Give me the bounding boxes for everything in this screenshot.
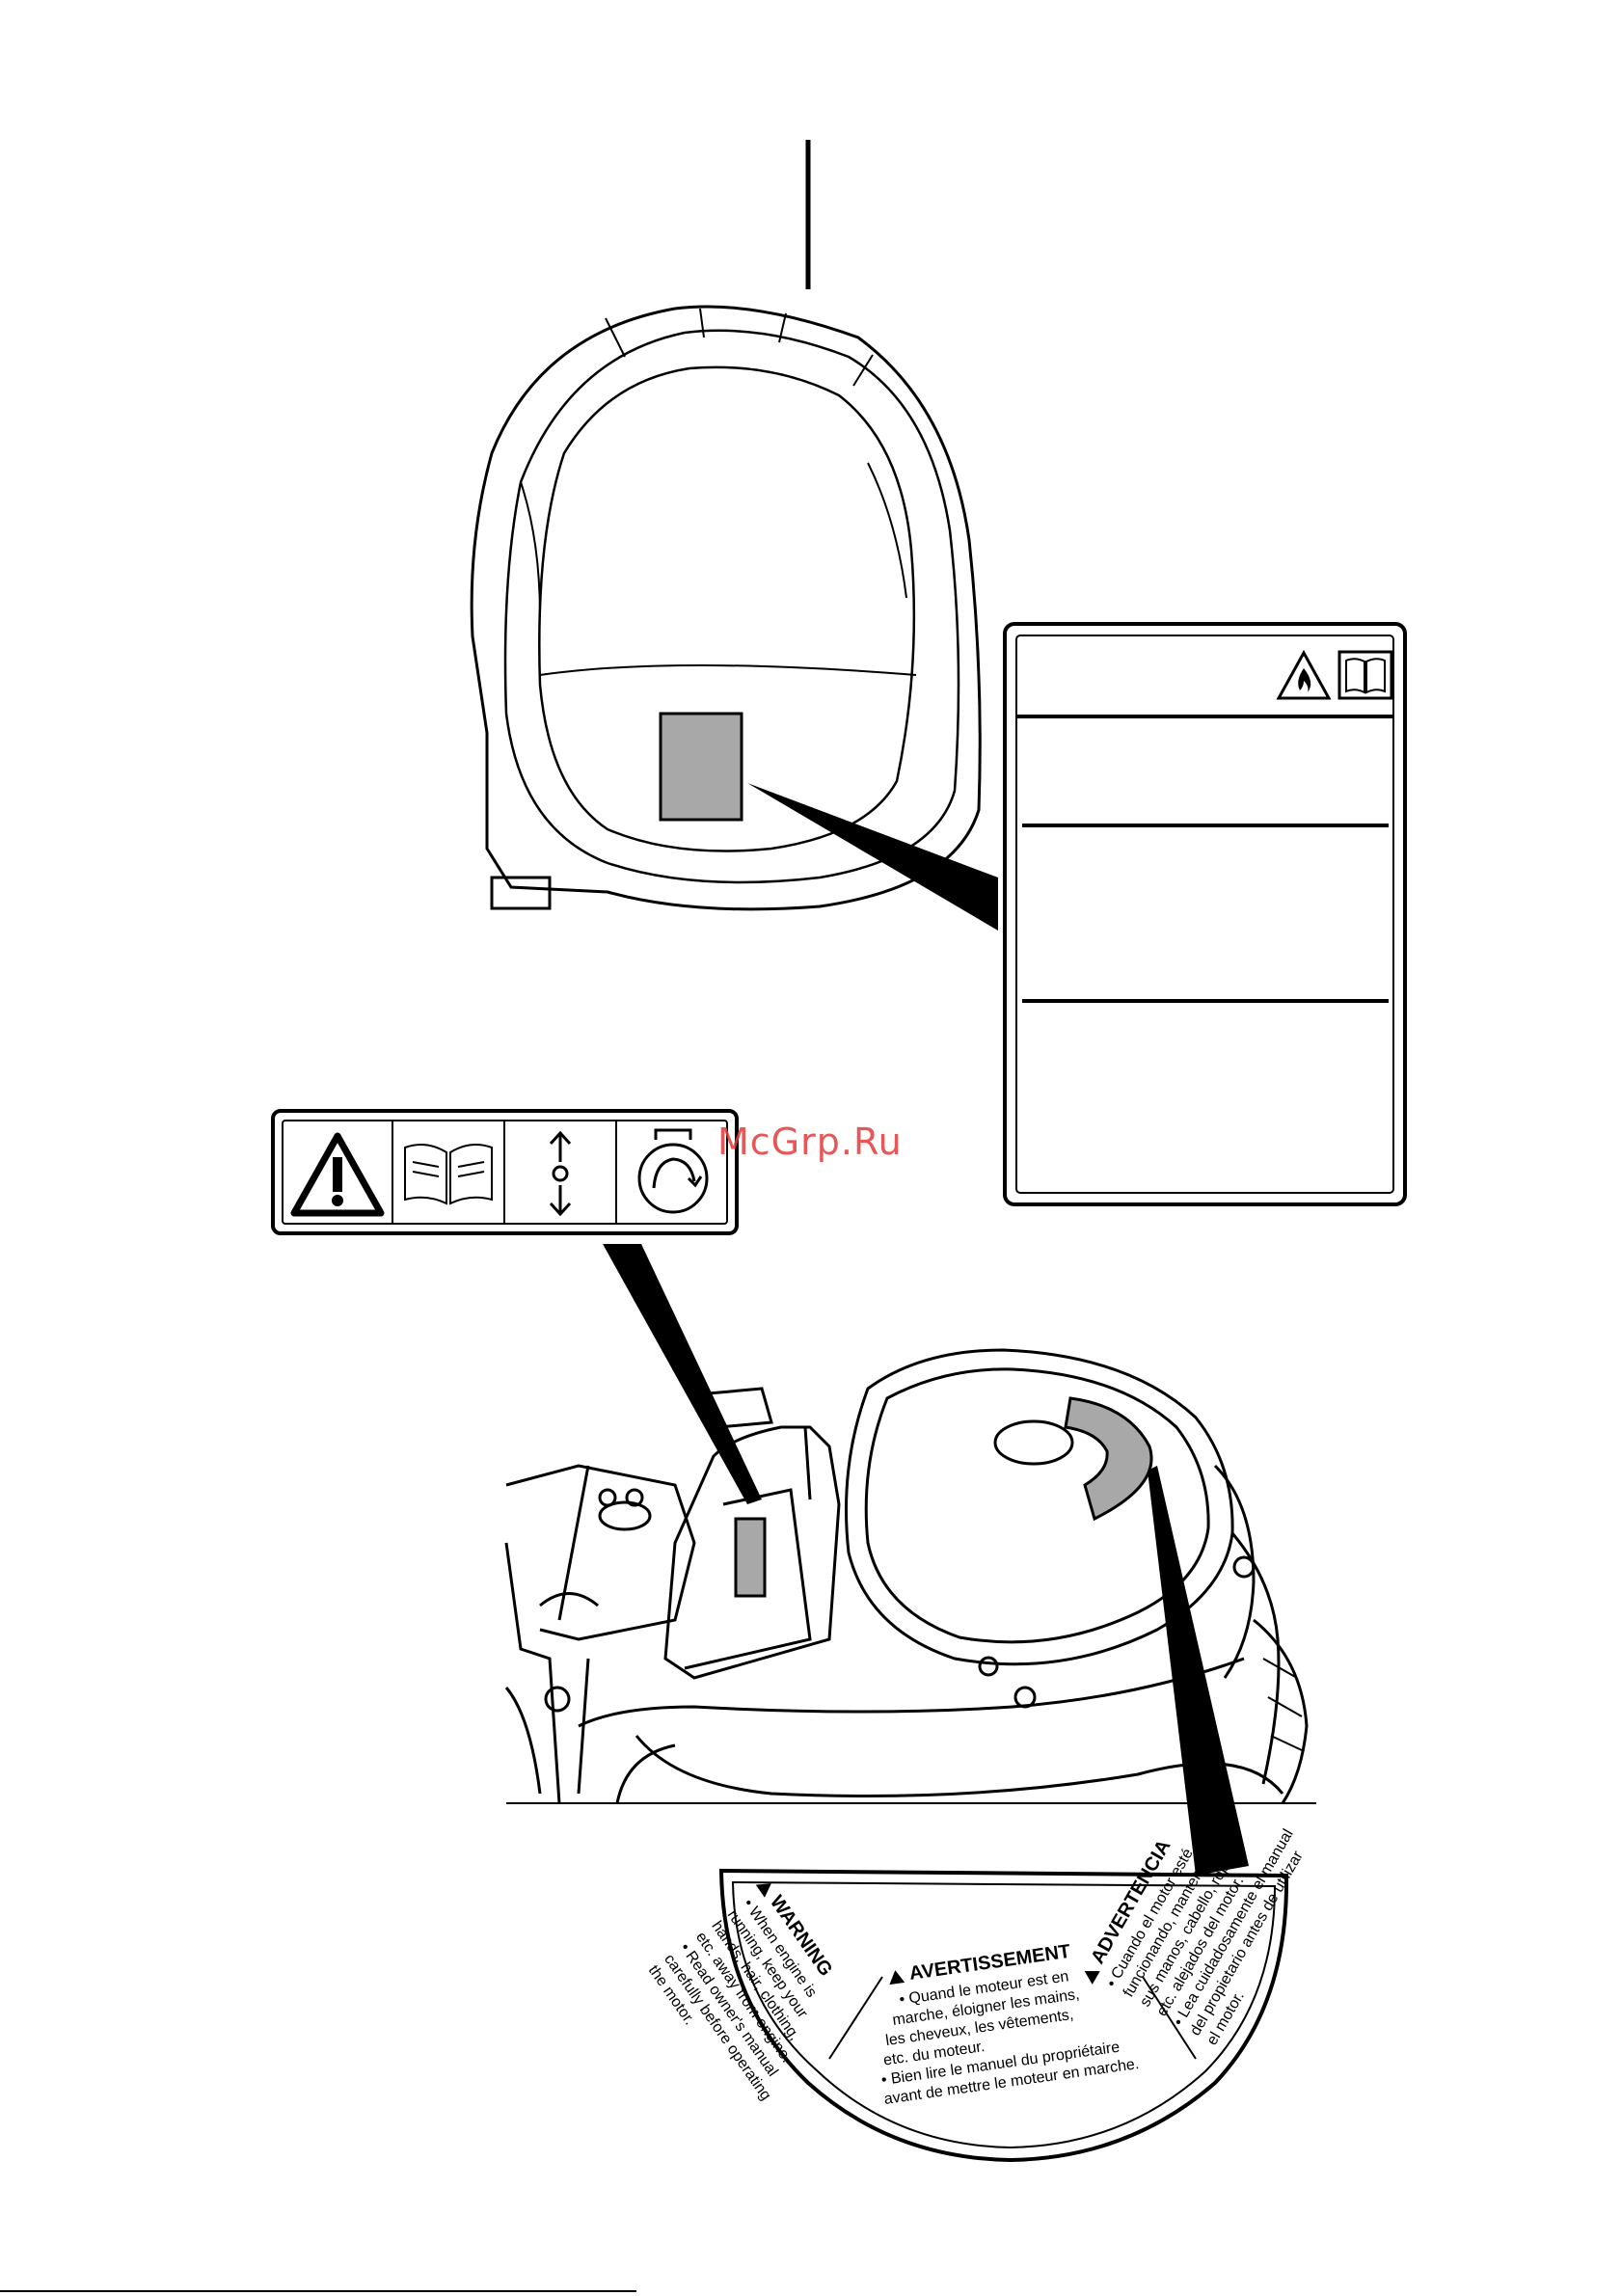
read-manual-icon xyxy=(1337,650,1393,700)
pointer-wedge-top xyxy=(747,783,998,931)
choke-updown-icon xyxy=(549,1130,572,1217)
recoil-decal-location xyxy=(1064,1396,1153,1522)
engine-cover-top-view xyxy=(470,140,982,911)
fuel-tank-decal-location xyxy=(659,712,743,822)
control-decal-location xyxy=(734,1517,767,1598)
pointer-wedge-middle xyxy=(603,1244,762,1504)
fire-warning-icon xyxy=(1276,649,1332,700)
read-manual-icon xyxy=(404,1143,493,1205)
starter-rotation-icon xyxy=(637,1128,709,1214)
fuel-tank-warning-label xyxy=(1003,622,1407,1206)
recoil-warning-decal: WARNING • When engine is running, keep y… xyxy=(645,1826,1307,2163)
warning-triangle-icon xyxy=(290,1132,385,1217)
pointer-wedge-bottom xyxy=(1148,1466,1249,1876)
control-decal-strip xyxy=(271,1109,739,1235)
watermark: McGrp.Ru xyxy=(717,1121,903,1163)
